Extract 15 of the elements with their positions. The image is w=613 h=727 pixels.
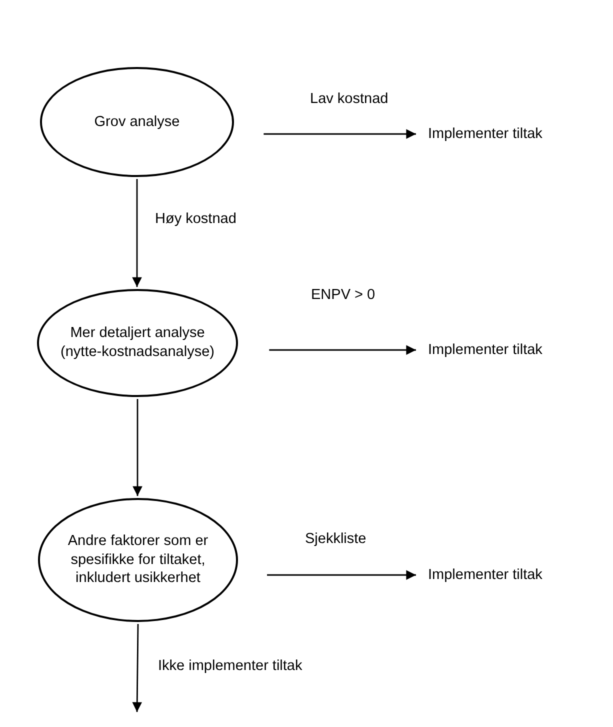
arrow bbox=[264, 129, 416, 139]
node-text: Andre faktorer som er spesifikke for tiltaket, inkludert usikkerhet bbox=[66, 532, 210, 588]
edge-label: Ikke implementer tiltak bbox=[158, 658, 302, 674]
arrow bbox=[132, 624, 142, 712]
arrow bbox=[132, 399, 142, 496]
outcome-text: Implementer tiltak bbox=[428, 566, 542, 584]
arrow bbox=[269, 345, 416, 355]
arrow bbox=[132, 179, 142, 287]
edge-label: Høy kostnad bbox=[155, 211, 236, 227]
outcome-text: Implementer tiltak bbox=[428, 124, 542, 144]
outcome-text: Implementer tiltak bbox=[428, 340, 542, 360]
node-text: Mer detaljert analyse (nytte-kostnadsanalyse) bbox=[60, 324, 216, 362]
node-text: Grov analyse bbox=[94, 112, 180, 132]
edge-label: Sjekkliste bbox=[305, 531, 366, 547]
arrow bbox=[267, 570, 416, 580]
